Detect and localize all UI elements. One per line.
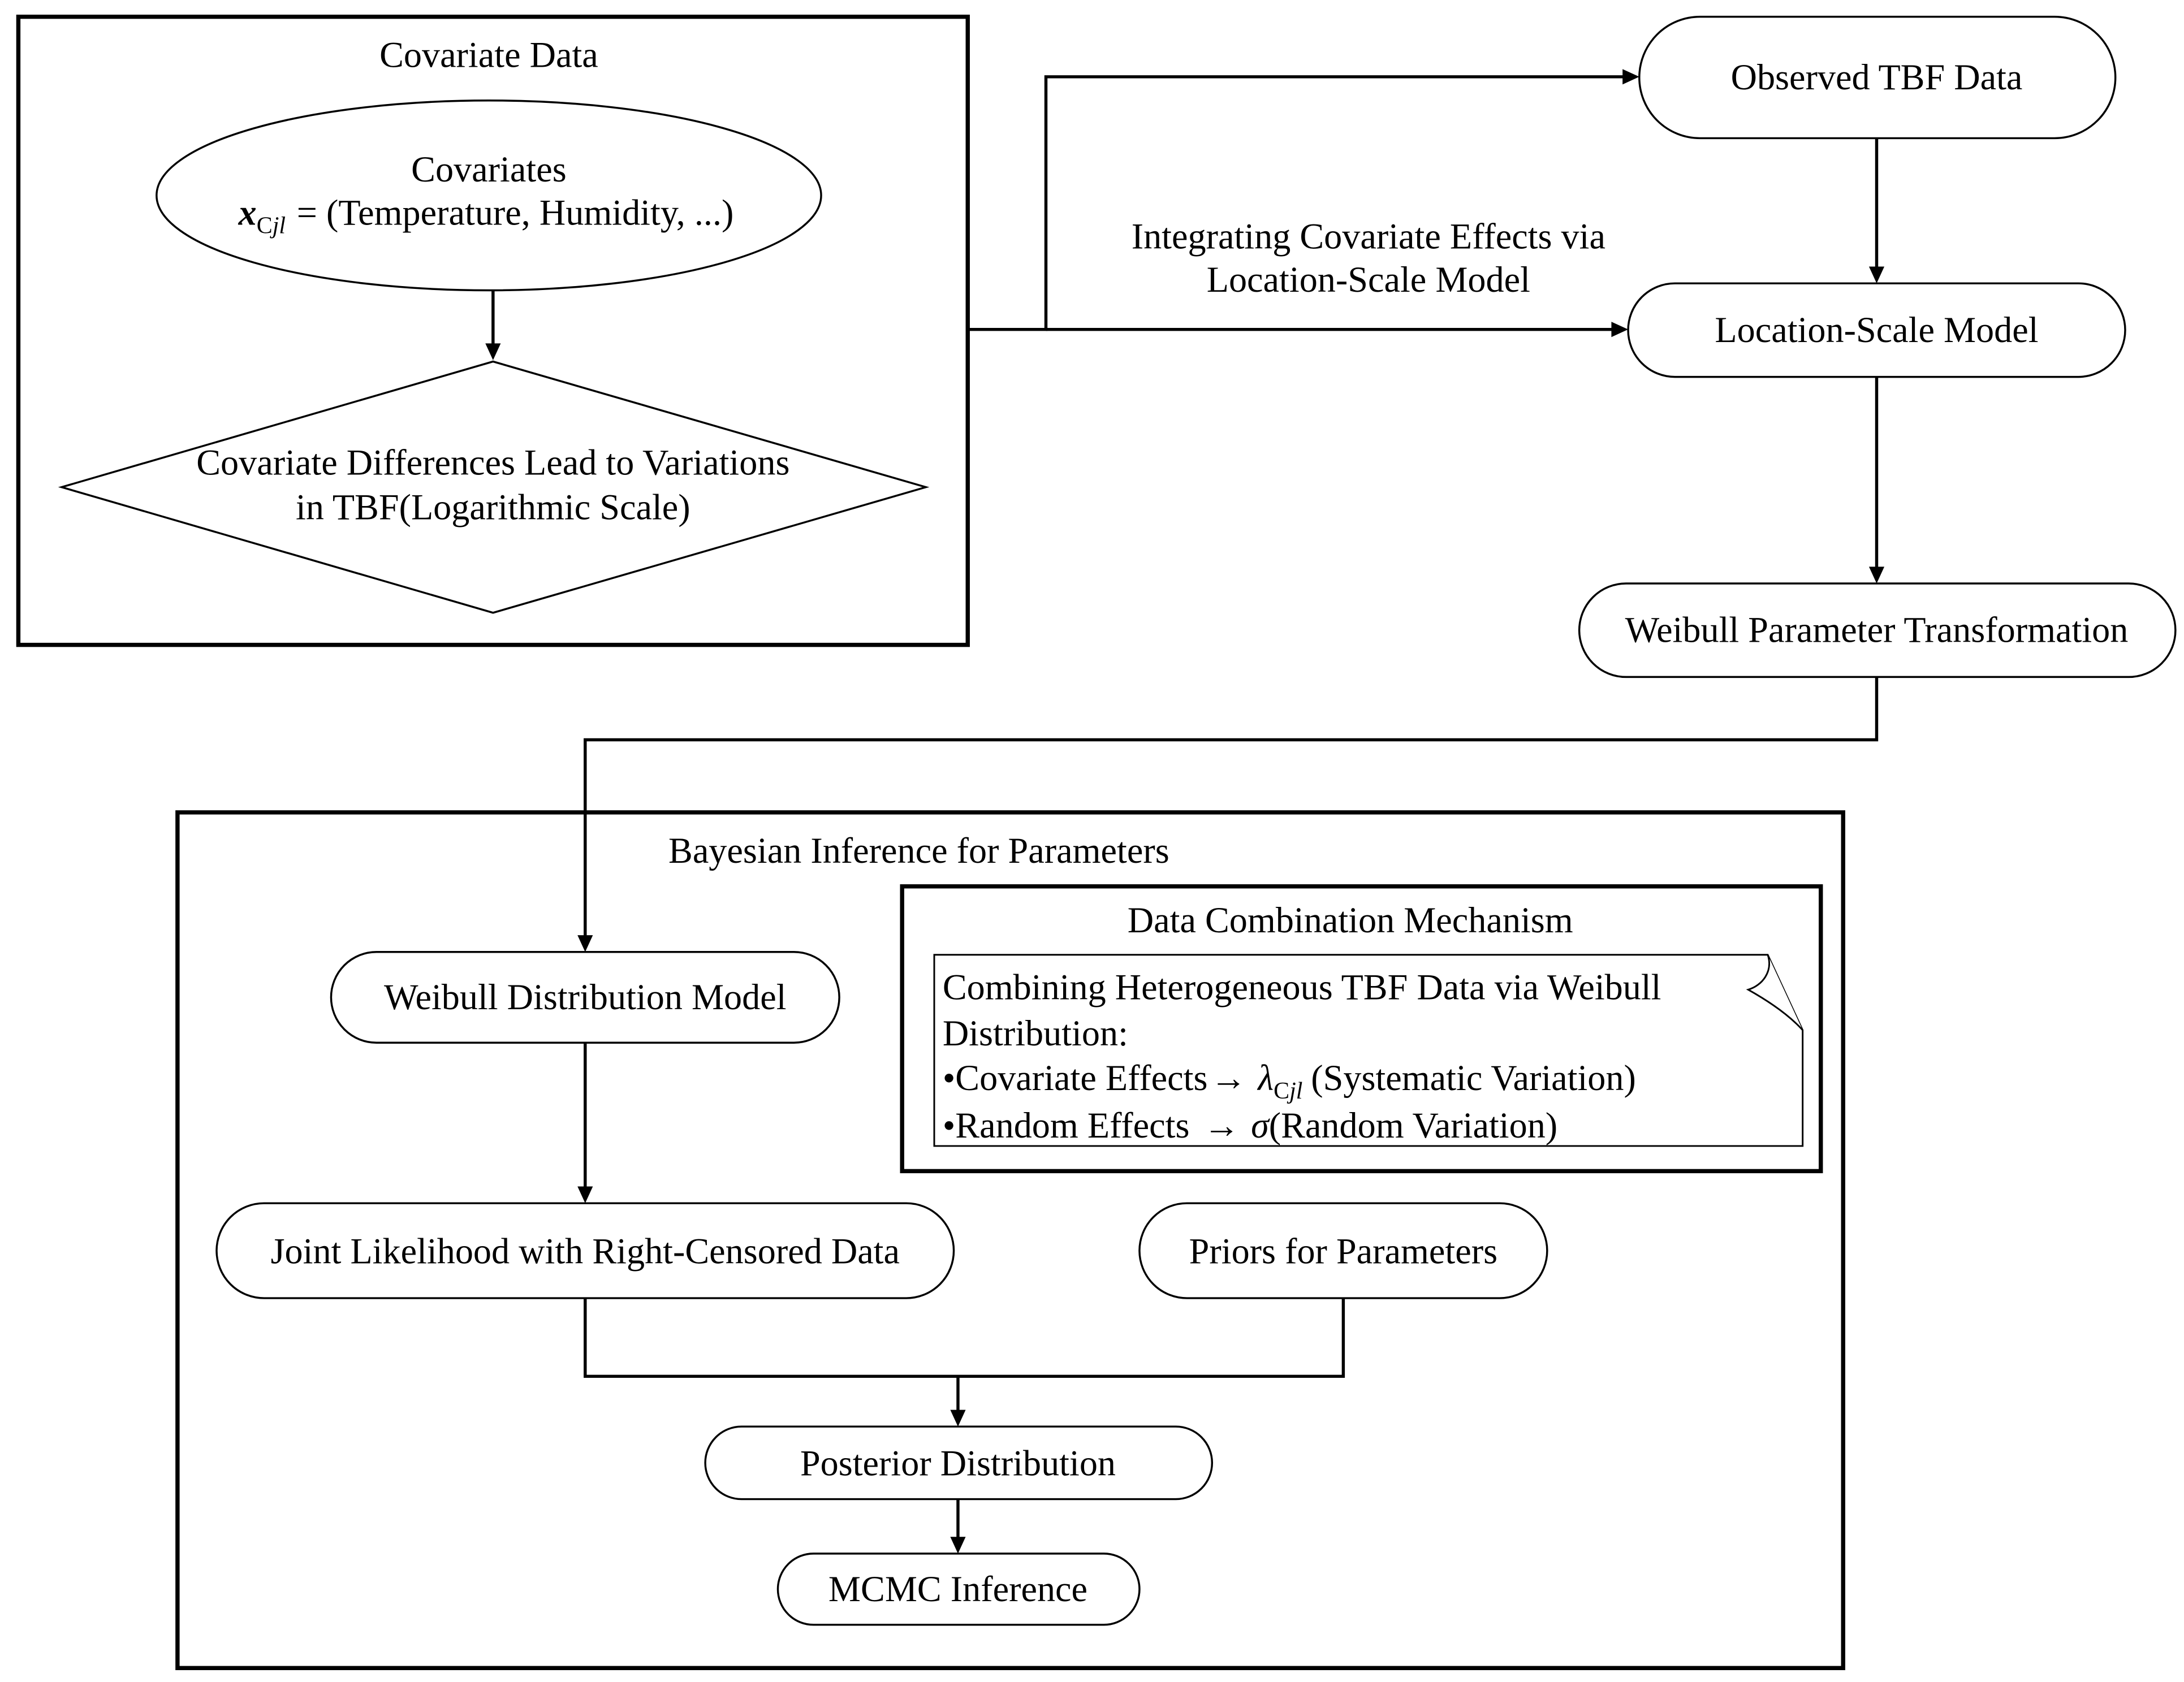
mcmc-label: MCMC Inference [828, 1569, 1087, 1609]
transformation-to-weibull-model-connector [584, 677, 1879, 937]
location-scale-label: Location-Scale Model [1715, 310, 2038, 350]
transformation-to-weibull-model-arrowhead [577, 935, 593, 952]
mechanism-item-label: Covariate Effects [955, 1058, 1207, 1098]
observed-to-location-scale-arrowhead [1868, 266, 1885, 284]
posterior-to-mcmc-arrowhead [950, 1537, 966, 1554]
data-combination-mechanism: Data Combination Mechanism Combining Het… [900, 884, 1823, 1174]
mechanism-item-result: (Random Variation) [1269, 1105, 1557, 1145]
location-scale-node: Location-Scale Model [1627, 282, 2126, 378]
diamond-label-line-2: in TBF(Logarithmic Scale) [296, 487, 690, 527]
covariate-vector-subscript-upright: C [257, 213, 273, 239]
mechanism-frame [900, 884, 1823, 1174]
merge-to-posterior-arrowhead [950, 1409, 966, 1427]
covariate-to-observed-arrowhead [1622, 69, 1639, 85]
right-arrow-icon: → [1210, 1058, 1246, 1098]
weibull-transformation-label: Weibull Parameter Transformation [1625, 610, 2129, 650]
posterior-label: Posterior Distribution [800, 1443, 1116, 1484]
mechanism-title: Data Combination Mechanism [1128, 900, 1573, 940]
diamond-label-line-1: Covariate Differences Lead to Variations [196, 442, 789, 482]
priors-node: Priors for Parameters [1138, 1202, 1548, 1299]
ellipse-to-diamond-arrowhead [485, 343, 501, 360]
covariate-vector-symbol: x [238, 192, 257, 232]
mechanism-item-label: Random Effects [955, 1105, 1189, 1145]
bayesian-panel-title: Bayesian Inference for Parameters [668, 831, 1169, 871]
joint-likelihood-label: Joint Likelihood with Right-Censored Dat… [271, 1231, 900, 1271]
mcmc-shape [776, 1553, 1141, 1626]
mechanism-description-line-1: Combining Heterogeneous TBF Data via Wei… [943, 967, 1661, 1008]
mechanism-item-result: (Systematic Variation) [1311, 1058, 1636, 1098]
bayesian-panel-frame [175, 810, 1845, 1671]
bullet-icon: • [943, 1105, 955, 1145]
covariate-data-panel: Covariate Data Covariates xCjl = (Tempera… [16, 14, 970, 647]
weibull-transformation-node: Weibull Parameter Transformation [1578, 582, 2177, 678]
covariate-to-location-scale-arrowhead [1611, 322, 1629, 338]
covariate-vector-definition: = (Temperature, Humidity, ...) [297, 192, 734, 232]
weibull-distribution-model-node: Weibull Distribution Model [330, 951, 840, 1044]
weibull-model-to-likelihood-arrowhead [577, 1186, 593, 1204]
covariate-differences-diamond [58, 360, 930, 614]
lambda-subscript-italic: jl [1287, 1078, 1302, 1104]
covariates-ellipse [156, 100, 822, 292]
observed-tbf-node: Observed TBF Data [1638, 15, 2117, 140]
observed-tbf-label: Observed TBF Data [1731, 57, 2023, 97]
note-folded-corner-icon [1746, 954, 1803, 1031]
covariate-to-observed-connector [968, 75, 1624, 331]
bullet-icon: • [943, 1058, 955, 1098]
location-scale-to-transformation-arrowhead [1868, 567, 1885, 583]
lambda-subscript-upright: C [1274, 1078, 1289, 1104]
mechanism-item-random-effects: •Random Effects → σ(Random Variation) [943, 1105, 1557, 1145]
likelihood-priors-merge-connector [584, 1298, 1345, 1378]
bayesian-inference-panel: Bayesian Inference for Parameters Data C… [175, 810, 1845, 1671]
mechanism-description-line-2: Distribution: [943, 1013, 1128, 1053]
mcmc-inference-node: MCMC Inference [776, 1553, 1141, 1626]
priors-label: Priors for Parameters [1189, 1231, 1497, 1271]
covariates-heading: Covariates [411, 149, 567, 189]
sigma-symbol: σ [1251, 1105, 1270, 1145]
posterior-distribution-node: Posterior Distribution [704, 1425, 1214, 1501]
integration-label-line-2: Location-Scale Model [1207, 260, 1530, 300]
covariate-vector-subscript-italic: jl [270, 213, 286, 239]
mechanism-note-shape [933, 954, 1804, 1147]
lambda-symbol: λ [1257, 1058, 1274, 1098]
mechanism-item-covariate-effects: •Covariate Effects→ λCjl (Systematic Varia… [943, 1058, 1636, 1104]
weibull-model-label: Weibull Distribution Model [384, 977, 787, 1017]
joint-likelihood-node: Joint Likelihood with Right-Censored Dat… [215, 1202, 955, 1299]
covariates-vector: xCjl = (Temperature, Humidity, ...) [238, 192, 734, 239]
integration-label-line-1: Integrating Covariate Effects via [1132, 216, 1605, 256]
covariate-panel-title: Covariate Data [379, 35, 598, 75]
right-arrow-icon: → [1203, 1105, 1240, 1145]
